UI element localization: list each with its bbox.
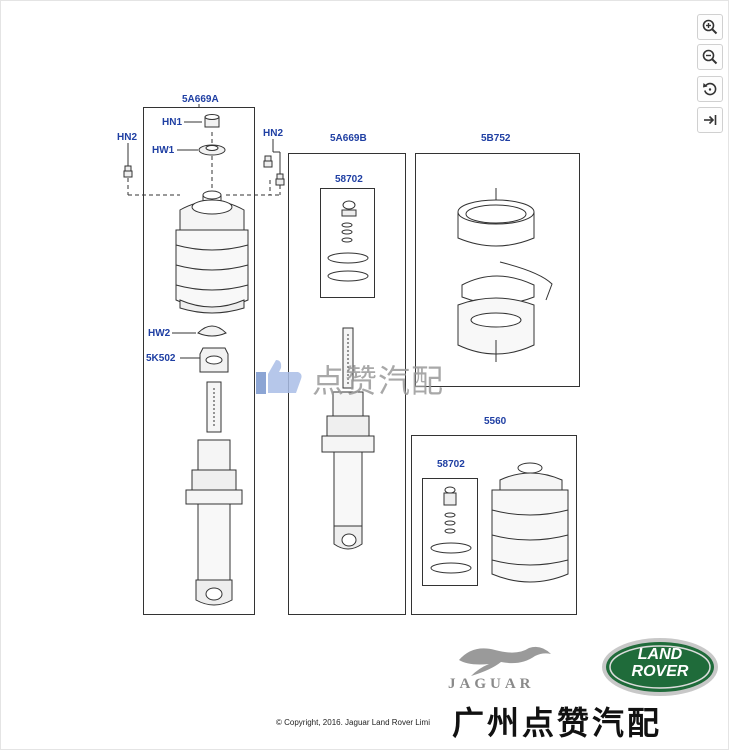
arrow-to-right-icon [704,115,717,125]
callout-hn1[interactable]: HN1 [162,117,183,128]
callout-5a669b[interactable]: 5A669B [330,133,367,144]
watermark-middle: 点赞汽配 [312,362,445,400]
callout-hw1[interactable]: HW1 [152,145,175,156]
right-kit-box [422,478,478,586]
thumbs-up-icon [256,360,302,394]
zoom-out-icon [702,49,718,65]
air-spring-assembly-box [411,435,577,615]
callout-58702-mid[interactable]: 58702 [335,174,363,185]
callout-5a669a[interactable]: 5A669A [182,94,219,105]
land-rover-logo [602,638,718,696]
callout-5k502[interactable]: 5K502 [146,353,176,364]
rotate-reset-icon [703,82,717,96]
land-rover-text-top: LAND [637,646,683,663]
land-rover-text-bottom: ROVER [631,663,689,680]
reset-view-button[interactable] [697,76,723,102]
zoom-in-button[interactable] [697,14,723,40]
copyright-text: © Copyright, 2016. Jaguar Land Rover Lim… [276,718,430,727]
fit-view-button[interactable] [697,107,723,133]
jaguar-leaper-logo [459,646,551,676]
callout-hn2-left[interactable]: HN2 [117,132,138,143]
zoom-out-button[interactable] [697,44,723,70]
air-spring-top-box [415,153,580,387]
zoom-in-icon [702,19,718,35]
callout-58702-right[interactable]: 58702 [437,459,465,470]
callout-5560[interactable]: 5560 [484,416,507,427]
callout-hn2-right[interactable]: HN2 [263,128,284,139]
jaguar-wordmark: JAGUAR [448,676,535,692]
callout-hw2[interactable]: HW2 [148,328,171,339]
callout-5b752[interactable]: 5B752 [481,133,511,144]
land-rover-wordmark: LAND ROVER [600,646,720,680]
watermark-bottom: 广州点赞汽配 [452,704,663,742]
middle-kit-box [320,188,375,298]
